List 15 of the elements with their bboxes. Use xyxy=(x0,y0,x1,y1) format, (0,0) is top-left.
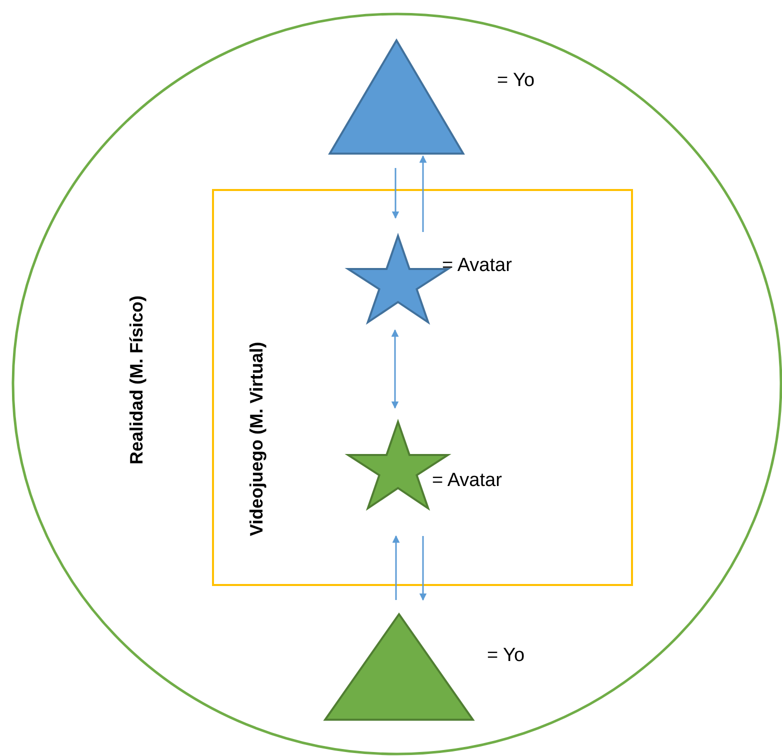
vertical-label: Videojuego (M. Virtual) xyxy=(246,342,268,536)
triangle-shape xyxy=(322,612,476,722)
legend-text: = Yo xyxy=(487,644,525,668)
vertical-label: Realidad (M. Físico) xyxy=(126,295,148,465)
legend-text: = Avatar xyxy=(442,254,512,278)
legend-text: = Avatar xyxy=(432,469,502,493)
arrow xyxy=(392,535,400,600)
arrow xyxy=(392,168,400,219)
legend-text: = Yo xyxy=(497,69,535,93)
game-frame xyxy=(212,189,633,586)
triangle-shape xyxy=(327,38,466,156)
arrow xyxy=(419,536,427,601)
arrow xyxy=(419,155,427,232)
reality-ellipse xyxy=(13,14,781,754)
arrow xyxy=(391,329,399,409)
